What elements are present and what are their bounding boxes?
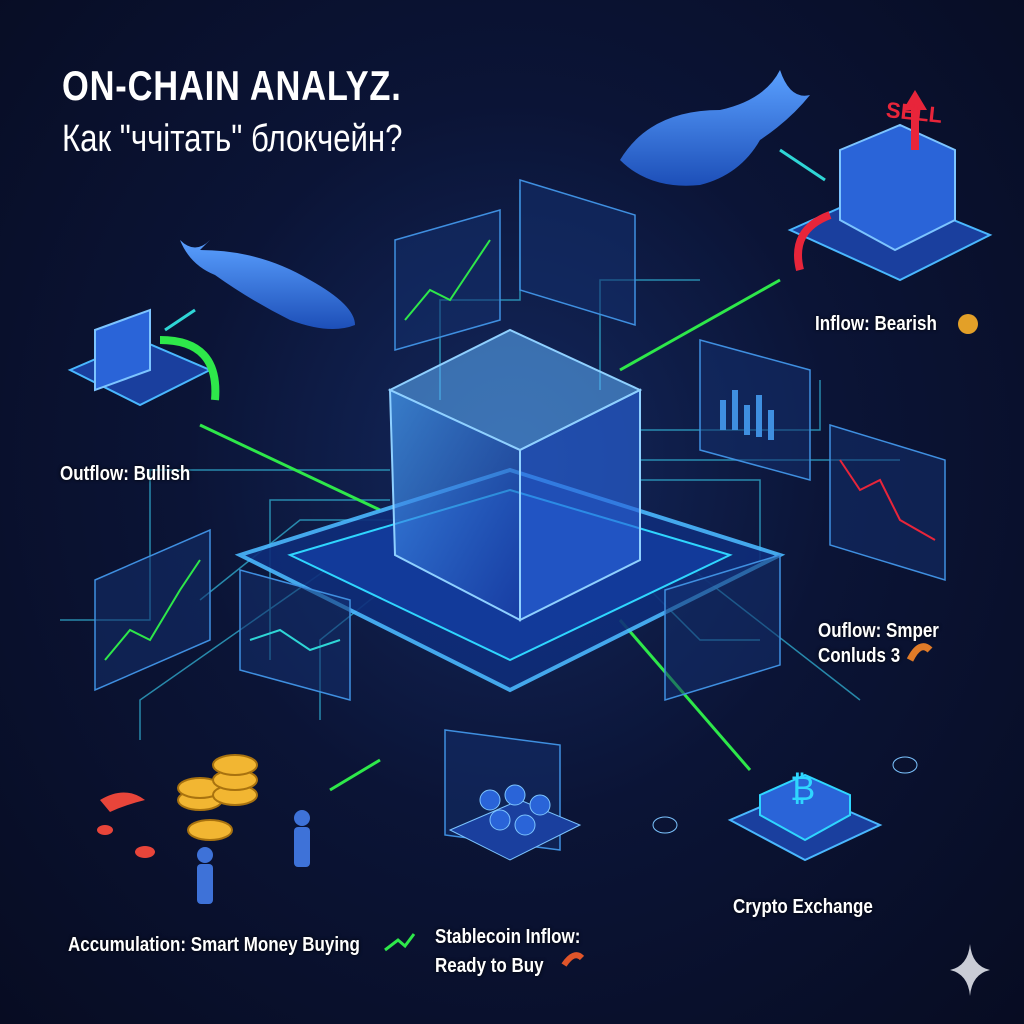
crypto-exchange-icon: ₿ [727,769,883,862]
person-icon [197,847,213,904]
label-ready-to-buy: Ready to Buy [435,955,544,977]
bitcoin-icon: ₿ [790,769,815,809]
rooster-icon [906,643,933,662]
coin-tray [448,784,582,861]
chart-panel [829,423,946,582]
chart-panel [519,178,636,327]
label-crypto-exchange: Crypto Exchange [733,896,873,918]
crab-icon [97,825,155,858]
label-inflow-bearish: Inflow: Bearish [815,313,937,335]
bear-icon [958,314,978,334]
coin-stack-icon [177,754,258,841]
whale-icon [180,240,355,329]
blockchain-cube [387,328,643,622]
person-icon [294,810,310,867]
chart-panel [94,528,211,692]
label-accumulation: Accumulation: Smart Money Buying [68,934,360,956]
label-outflow-smper: Ouflow: Smper [818,620,939,642]
shrimp-icon [100,792,145,812]
crab-icon [652,756,918,834]
exchange-building [787,90,993,282]
trend-up-icon [384,933,416,952]
flow-arrows [164,148,826,792]
chart-panels [94,178,946,851]
label-outflow-smper-line2: Conluds 3 [818,645,901,667]
vault-icon [67,308,220,407]
sparkle-icon [950,944,990,996]
page-subtitle: Как "ччітать" блокчейн? [62,118,403,160]
chart-panel [394,209,501,351]
chart-panel [239,569,351,701]
shrimp-icon [561,952,585,967]
chart-panel [664,553,781,702]
label-outflow-bullish: Outflow: Bullish [60,463,191,485]
page-title: ON-CHAIN ANALYZ. [62,62,402,109]
chart-panel [699,339,811,481]
whale-icon [620,70,810,186]
label-stablecoin-inflow: Stablecoin Inflow: [435,926,581,948]
